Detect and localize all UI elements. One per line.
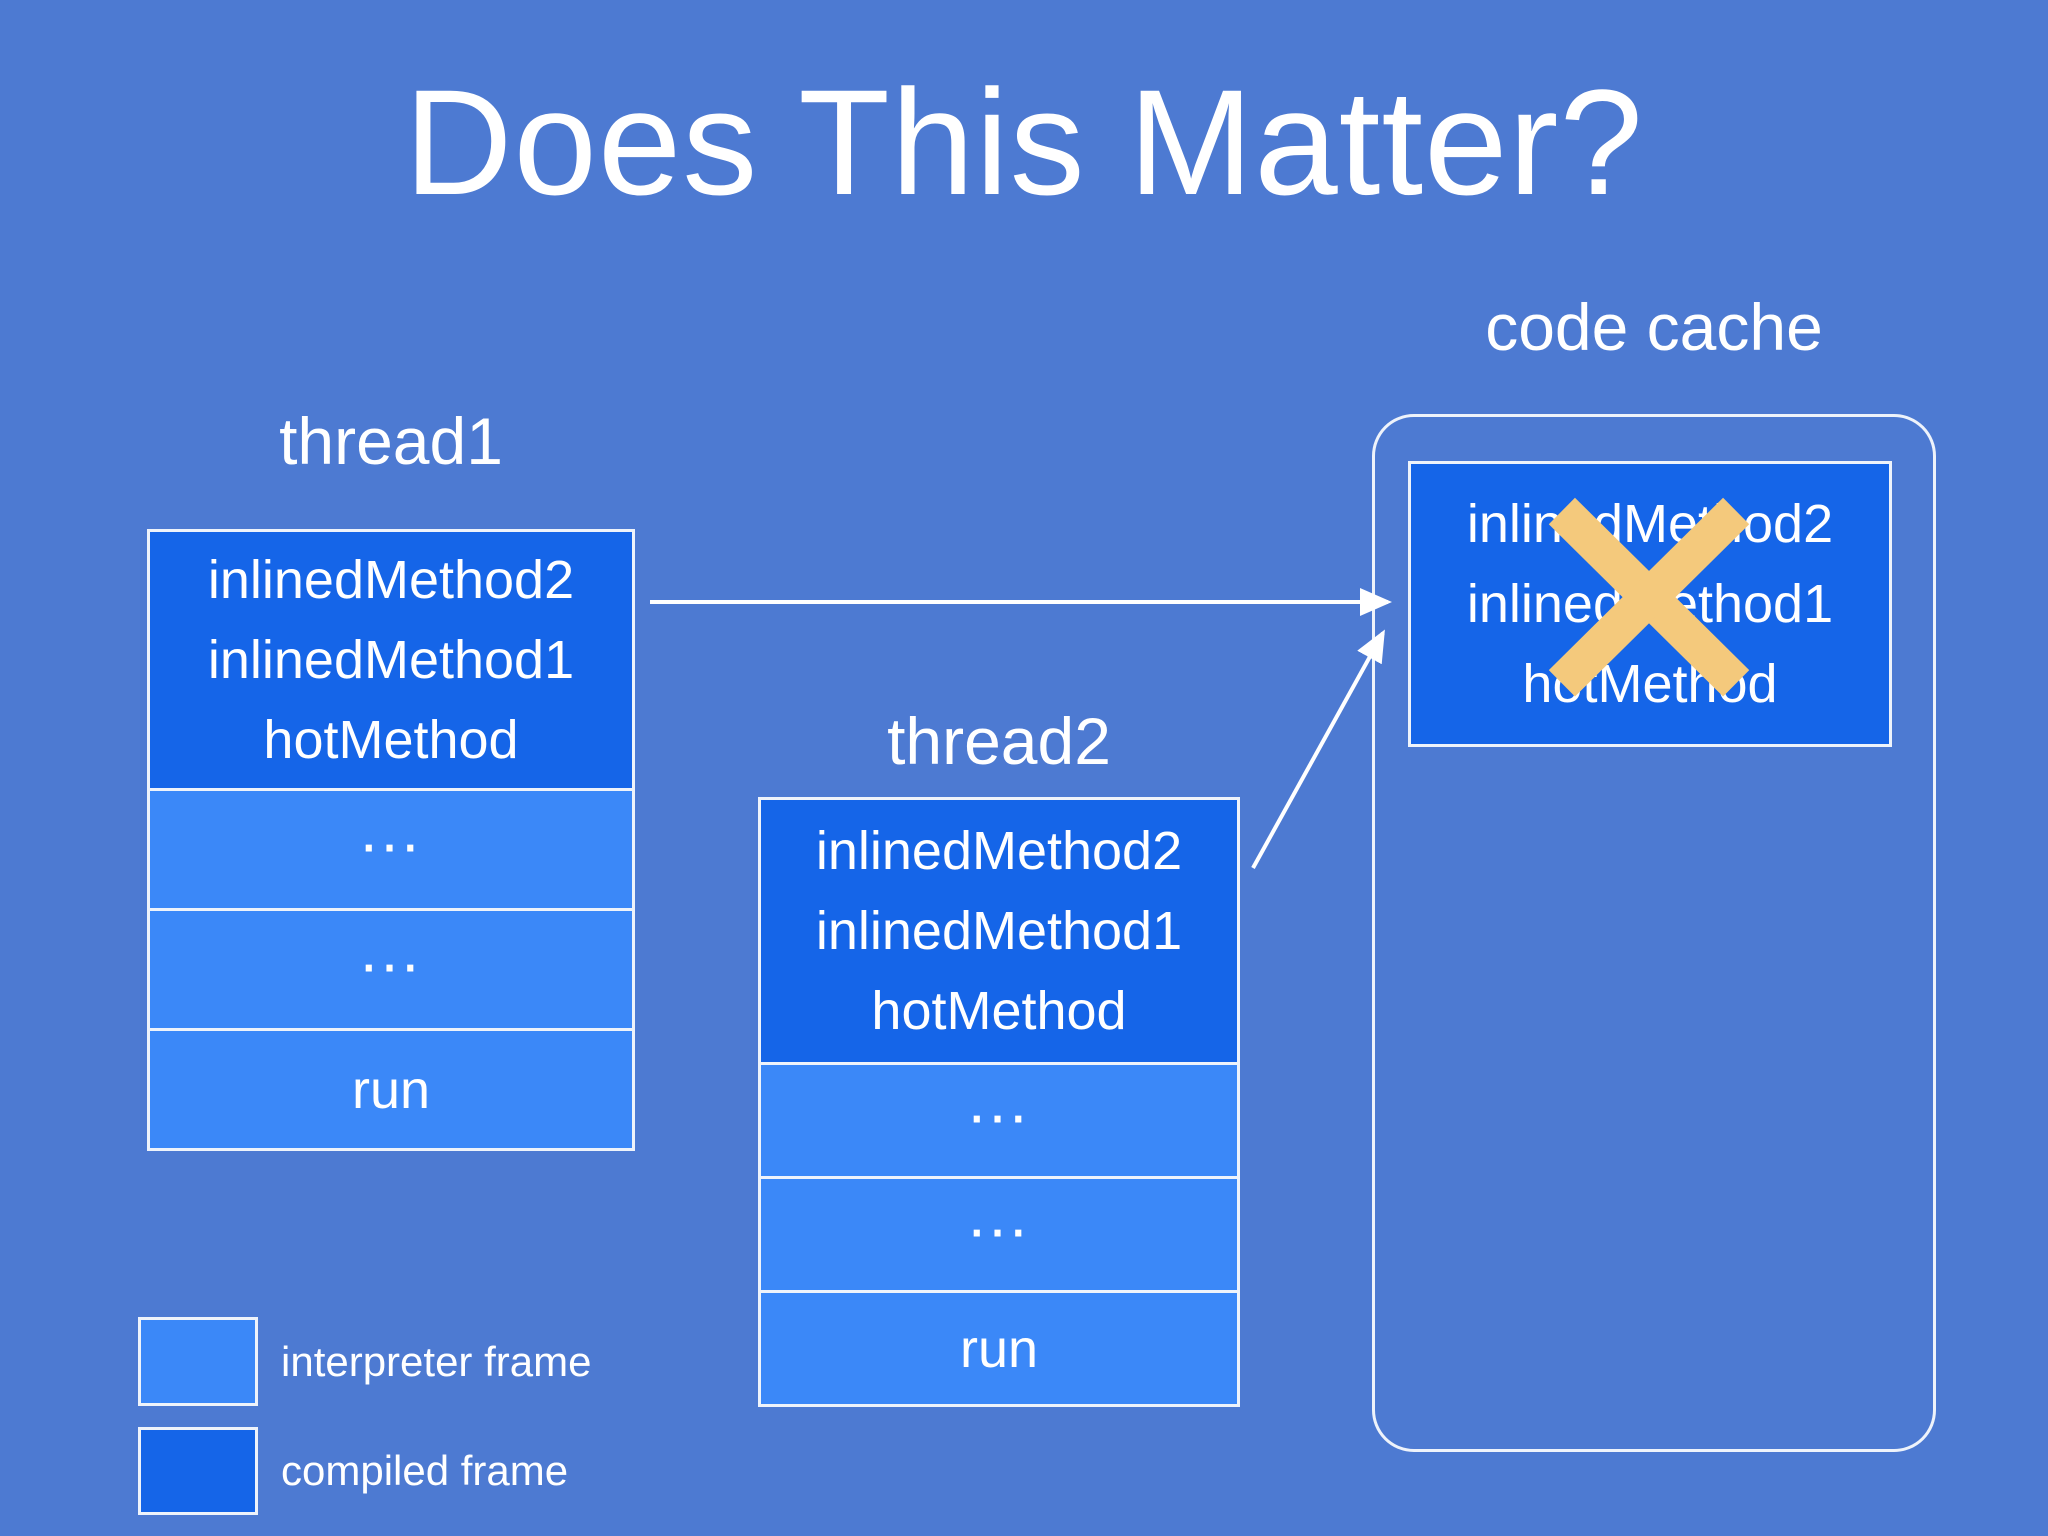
thread1-stack: inlinedMethod2 inlinedMethod1 hotMethod … xyxy=(147,529,635,1151)
stack-frame-line: inlinedMethod2 xyxy=(207,550,575,610)
thread1-run-frame: run xyxy=(147,1028,635,1151)
stack-frame-line: inlinedMethod2 xyxy=(1466,494,1834,554)
code-cache-region xyxy=(1372,414,1936,1452)
stack-frame-line: inlinedMethod2 xyxy=(815,821,1183,881)
thread2-interpreter-frame: ... xyxy=(758,1176,1240,1293)
thread1-compiled-frame: inlinedMethod2 inlinedMethod1 hotMethod xyxy=(147,529,635,791)
stack-frame-line: inlinedMethod1 xyxy=(815,901,1183,961)
code-cache-label: code cache xyxy=(1485,290,1823,364)
slide-title: Does This Matter? xyxy=(404,58,1644,226)
stack-frame-line: inlinedMethod1 xyxy=(207,630,575,690)
thread1-interpreter-frame: ... xyxy=(147,908,635,1031)
frame-ellipsis: ... xyxy=(967,1178,1031,1251)
stack-frame-line: inlinedMethod1 xyxy=(1466,574,1834,634)
frame-ellipsis: ... xyxy=(359,793,423,866)
frame-ellipsis: ... xyxy=(967,1064,1031,1137)
frame-label: run xyxy=(351,1059,431,1120)
frame-ellipsis: ... xyxy=(359,913,423,986)
stack-frame-line: hotMethod xyxy=(263,710,519,770)
legend-label-compiled-frame: compiled frame xyxy=(281,1447,569,1494)
legend-label-interpreter-frame: interpreter frame xyxy=(281,1338,592,1385)
legend-swatch-compiled-frame xyxy=(138,1427,258,1515)
thread2-to-code-cache-arrow xyxy=(1251,629,1385,869)
stack-frame-line: hotMethod xyxy=(1522,654,1778,714)
thread2-compiled-frame: inlinedMethod2 inlinedMethod1 hotMethod xyxy=(758,797,1240,1065)
thread2-stack: inlinedMethod2 inlinedMethod1 hotMethod … xyxy=(758,797,1240,1407)
thread2-run-frame: run xyxy=(758,1290,1240,1407)
thread2-interpreter-frame: ... xyxy=(758,1062,1240,1179)
stack-frame-line: hotMethod xyxy=(871,981,1127,1041)
thread1-label: thread1 xyxy=(279,404,503,478)
frame-label: run xyxy=(959,1318,1039,1379)
legend-swatch-interpreter-frame xyxy=(138,1317,258,1406)
thread2-label: thread2 xyxy=(887,704,1111,778)
thread1-interpreter-frame: ... xyxy=(147,788,635,911)
code-cache-compiled-frame: inlinedMethod2 inlinedMethod1 hotMethod xyxy=(1408,461,1892,747)
